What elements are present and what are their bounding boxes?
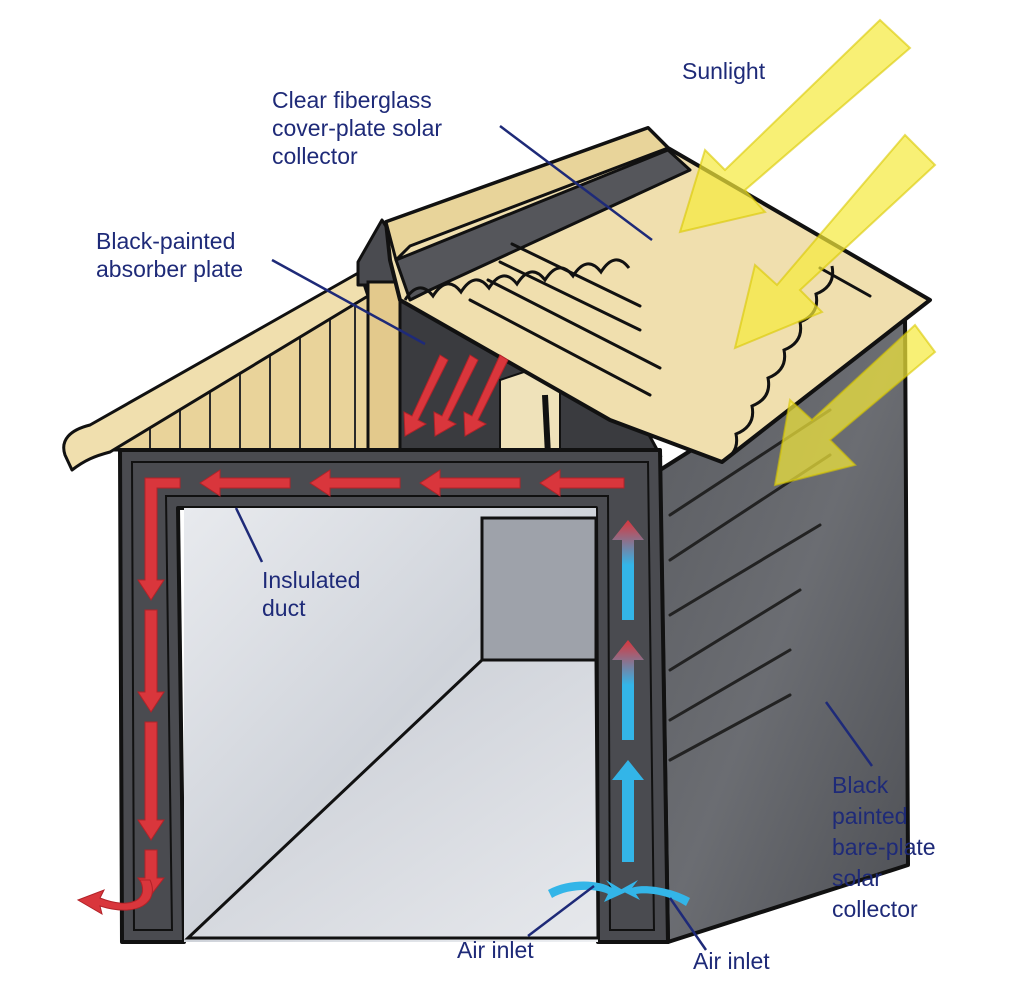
sunlight-arrows [678, 18, 937, 487]
clear-collector-label: Clear fiberglass cover-plate solar colle… [272, 86, 442, 170]
bare-plate-label: Black painted bare-plate solar collector [832, 770, 936, 925]
duct-label: Inslulated duct [262, 566, 360, 622]
clear-collector-line-3: collector [272, 143, 358, 169]
leader-lines [234, 125, 874, 951]
bare-plate-line-3: bare-plate [832, 834, 936, 860]
fiberglass-roof [384, 126, 932, 464]
air-inlet-left-label: Air inlet [457, 937, 534, 963]
air-inlet-right-label: Air inlet [693, 948, 770, 974]
warm-air-arrows [76, 354, 625, 916]
bare-plate-line-4: solar [832, 865, 882, 891]
bare-plate-line-1: Black [832, 772, 889, 798]
clear-collector-line-2: cover-plate solar [272, 115, 443, 141]
absorber-plate-line-1: Black-painted [96, 228, 236, 254]
bare-plate-line-5: collector [832, 896, 918, 922]
absorber-plate-label: Black-painted absorber plate [96, 227, 243, 283]
garage-interior [184, 508, 600, 942]
absorber-plate-line-2: absorber plate [96, 256, 244, 282]
vent-stack [356, 218, 410, 456]
clear-collector-line-1: Clear fiberglass [272, 87, 432, 113]
cool-air-inlet-arrows [548, 880, 690, 906]
duct-line-1: Inslulated [262, 567, 361, 593]
duct-line-2: duct [262, 595, 306, 621]
rising-air-arrows [612, 520, 644, 862]
gable-end [62, 270, 402, 472]
bare-plate-line-2: painted [832, 803, 908, 829]
sunlight-label: Sunlight [682, 58, 766, 84]
